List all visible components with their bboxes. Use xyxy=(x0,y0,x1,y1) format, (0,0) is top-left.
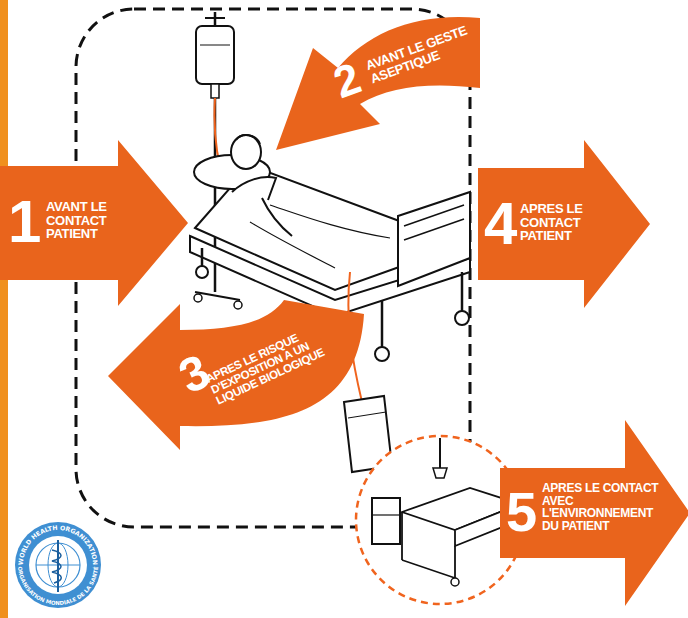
arrow-svg xyxy=(108,300,370,480)
serpent xyxy=(52,550,61,583)
wheel xyxy=(328,339,342,353)
patient-hair xyxy=(236,135,260,144)
arrow-shape xyxy=(478,140,650,308)
wheel xyxy=(196,266,208,278)
who-logo xyxy=(15,522,101,608)
footboard xyxy=(398,192,470,286)
urine-tube xyxy=(348,272,362,402)
environment-zone xyxy=(356,436,524,604)
urine-bag-line xyxy=(348,412,386,418)
bed-leg xyxy=(381,300,384,348)
who-emblem xyxy=(29,536,87,594)
side-bar xyxy=(0,0,8,618)
moment-arrow: 2AVANT LE GESTE ASEPTIQUE xyxy=(268,0,480,160)
wheel xyxy=(451,578,459,586)
arrow-svg xyxy=(478,140,650,308)
moment-arrow: 1AVANT LE CONTACT PATIENT xyxy=(0,140,188,306)
callout-number: 3 xyxy=(172,344,223,402)
arrow-label: AVANT LE GESTE ASEPTIQUE xyxy=(364,22,477,85)
small-bed-leg xyxy=(454,546,456,578)
iv-bag xyxy=(196,26,234,84)
logo-text: WORLD HEALTH ORGANIZATION xyxy=(17,524,99,565)
blanket-fold xyxy=(250,222,335,268)
footboard-rail xyxy=(404,219,464,240)
bed-leg xyxy=(461,272,464,312)
staff xyxy=(57,540,59,592)
small-bed-rail xyxy=(402,560,455,578)
arrow-svg xyxy=(500,420,688,606)
callout-number: 5 xyxy=(506,484,542,540)
callout-number: 4 xyxy=(484,194,520,254)
lamp-cord xyxy=(439,438,441,468)
arrow-label: APRES LE RISQUE D'EXPOSITION A UN LIQUID… xyxy=(204,320,335,407)
callout-number: 2 xyxy=(328,52,375,105)
lamp xyxy=(433,468,447,478)
arrow-label: APRES LE CONTACT PATIENT xyxy=(520,202,612,243)
small-bed-leg xyxy=(401,512,403,560)
moment-arrow: 5APRES LE CONTACT AVEC L'ENVIRONNEMENT D… xyxy=(500,420,688,606)
arrow-shape xyxy=(108,300,364,450)
patient-shoulder xyxy=(232,177,276,200)
patient-head xyxy=(231,135,261,169)
drip-chamber xyxy=(211,84,219,98)
logo-text: WORLD HEALTH ORGANIZATION xyxy=(17,524,99,565)
arrow-shape xyxy=(0,140,188,306)
arrow-label: APRES LE CONTACT AVEC L'ENVIRONNEMENT DU… xyxy=(542,482,672,532)
callout-number: 1 xyxy=(8,192,48,252)
arrow-shape xyxy=(500,420,688,606)
iv-bag-line xyxy=(200,45,230,46)
bedside-cabinet xyxy=(372,498,400,544)
wheel xyxy=(194,294,202,302)
arrow-shape xyxy=(276,17,480,150)
small-bed-side xyxy=(455,504,520,546)
logo-text: ORGANISATION MONDIALE DE LA SANTÉ xyxy=(17,566,99,606)
arrow-svg xyxy=(268,0,480,160)
wheel xyxy=(375,347,389,361)
arrow-label: AVANT LE CONTACT PATIENT xyxy=(46,200,138,241)
wheel xyxy=(455,311,469,325)
moment-arrow: 3APRES LE RISQUE D'EXPOSITION A UN LIQUI… xyxy=(108,300,370,480)
moment-arrow: 4APRES LE CONTACT PATIENT xyxy=(478,140,650,308)
logo-text: ORGANISATION MONDIALE DE LA SANTÉ xyxy=(17,566,99,606)
bed-leg xyxy=(334,316,337,340)
iv-hook xyxy=(205,17,225,19)
cabinet-drawer xyxy=(372,514,400,515)
patient-arm xyxy=(262,198,292,236)
wheel xyxy=(234,301,242,309)
arrow-svg xyxy=(0,140,188,306)
